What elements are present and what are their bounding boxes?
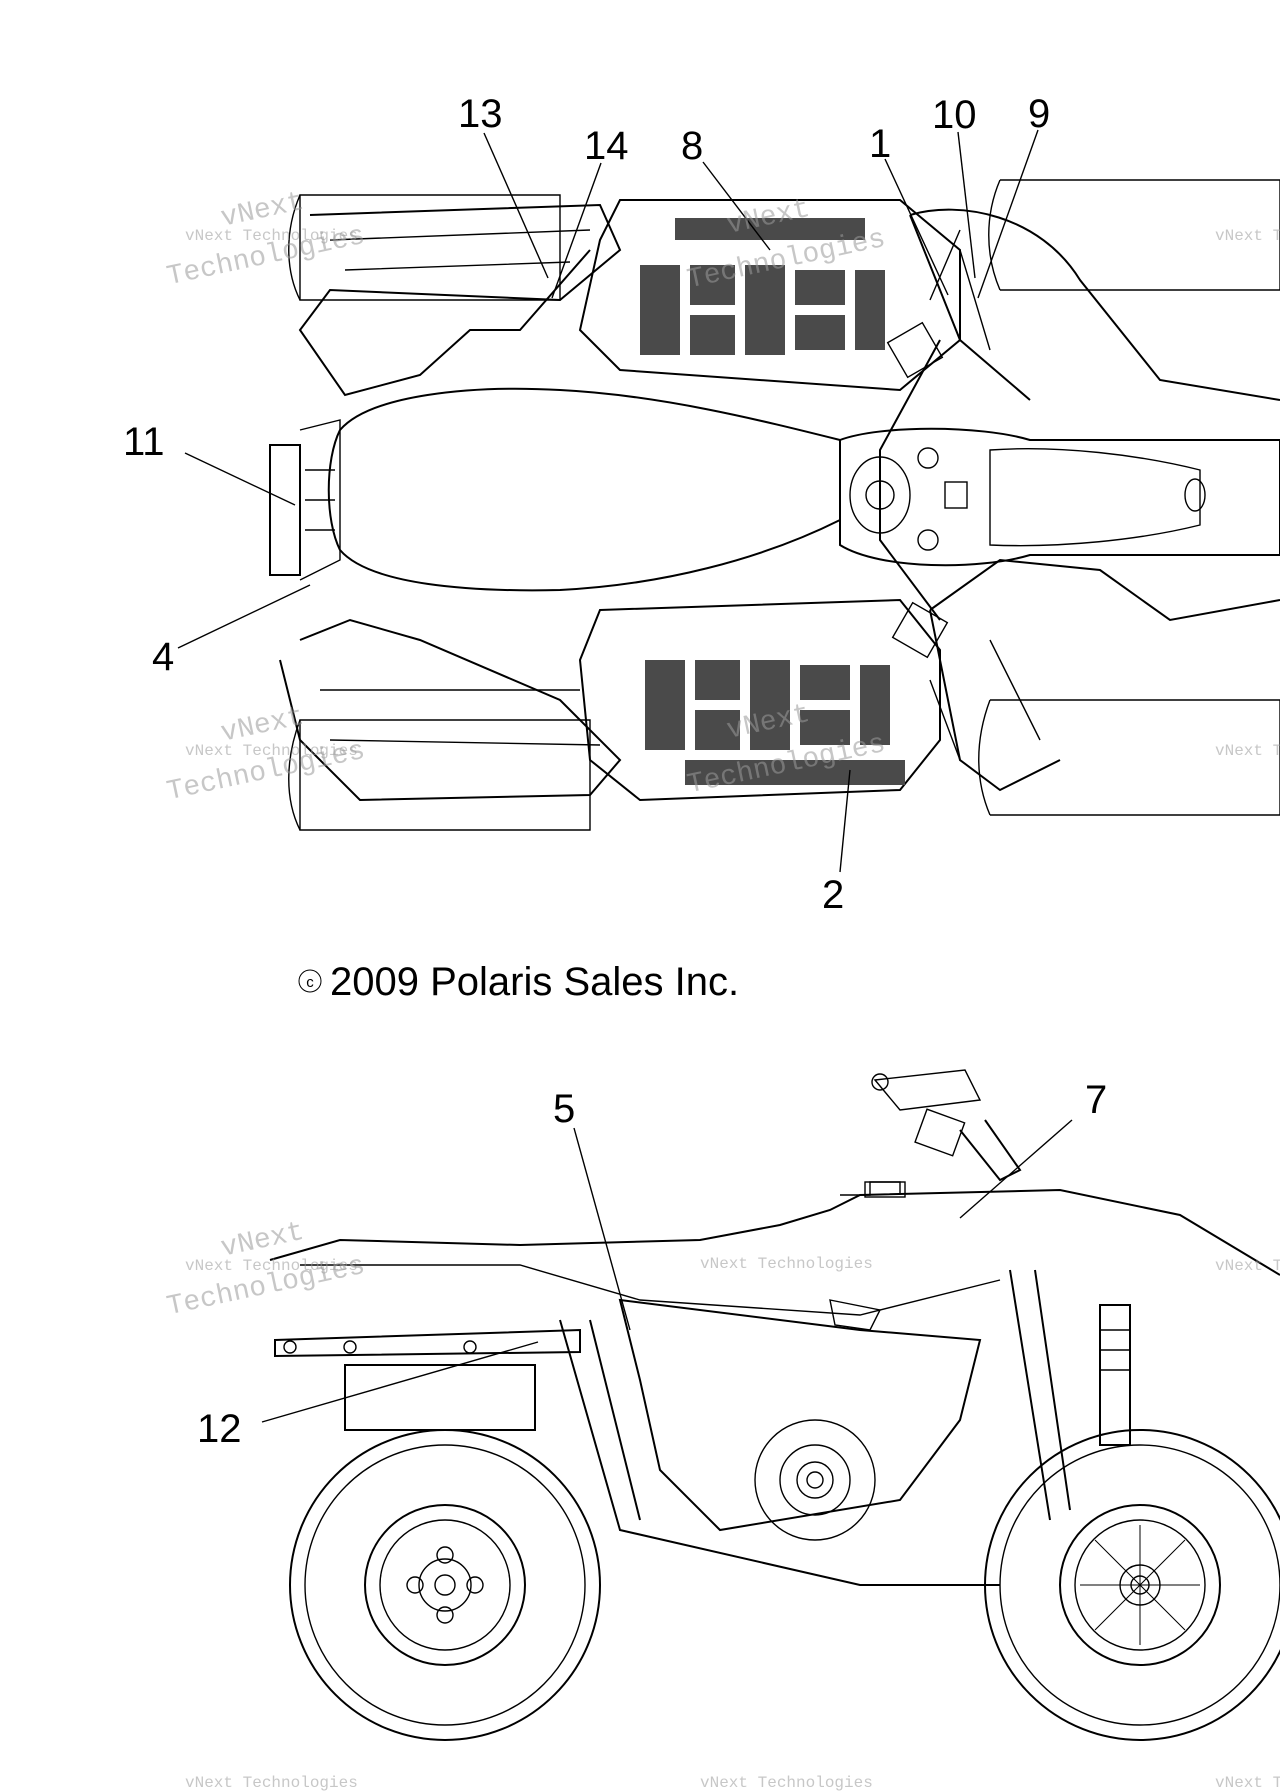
atv-top-view <box>269 179 1280 831</box>
floorboard-tread-upper <box>640 218 885 355</box>
watermark-line1-bottom: vNext Technologies <box>185 1774 358 1792</box>
callout-9: 9 <box>1028 92 1050 136</box>
callout-5: 5 <box>553 1087 575 1131</box>
watermark-line1-bottom: vNext Technologies <box>1215 1774 1280 1792</box>
watermark-line1-edge: vNext Technologies <box>1215 1257 1280 1275</box>
leader-lines <box>177 129 1073 1423</box>
watermark-line1: vNext Technologies <box>185 227 358 245</box>
callout-11: 11 <box>123 420 165 464</box>
callout-13: 13 <box>458 92 503 136</box>
callout-10: 10 <box>932 93 977 137</box>
atv-side-view <box>269 1069 1280 1741</box>
callout-2: 2 <box>822 873 844 917</box>
floorboard-tread-lower <box>645 660 905 785</box>
callout-labels: 13 14 8 1 10 9 11 4 2 5 7 12 <box>123 92 1107 1451</box>
callout-12: 12 <box>197 1407 242 1451</box>
watermark-line1: vNext Technologies <box>185 1257 358 1275</box>
watermark-line1: vNext Technologies <box>185 742 358 760</box>
copyright-symbol: c <box>306 974 314 991</box>
callout-4: 4 <box>152 635 174 679</box>
callout-8: 8 <box>681 124 703 168</box>
callout-14: 14 <box>584 124 629 168</box>
callout-1: 1 <box>869 122 891 166</box>
copyright-text: 2009 Polaris Sales Inc. <box>330 960 739 1004</box>
watermark-line1-bottom: vNext Technologies <box>700 1774 873 1792</box>
watermark-line1-edge: vNext Technologies <box>1215 742 1280 760</box>
watermark-line1-edge: vNext Technologies <box>1215 227 1280 245</box>
callout-7: 7 <box>1085 1078 1107 1122</box>
copyright-notice: c 2009 Polaris Sales Inc. <box>298 960 739 1004</box>
watermark-line1: vNext Technologies <box>700 1255 873 1273</box>
